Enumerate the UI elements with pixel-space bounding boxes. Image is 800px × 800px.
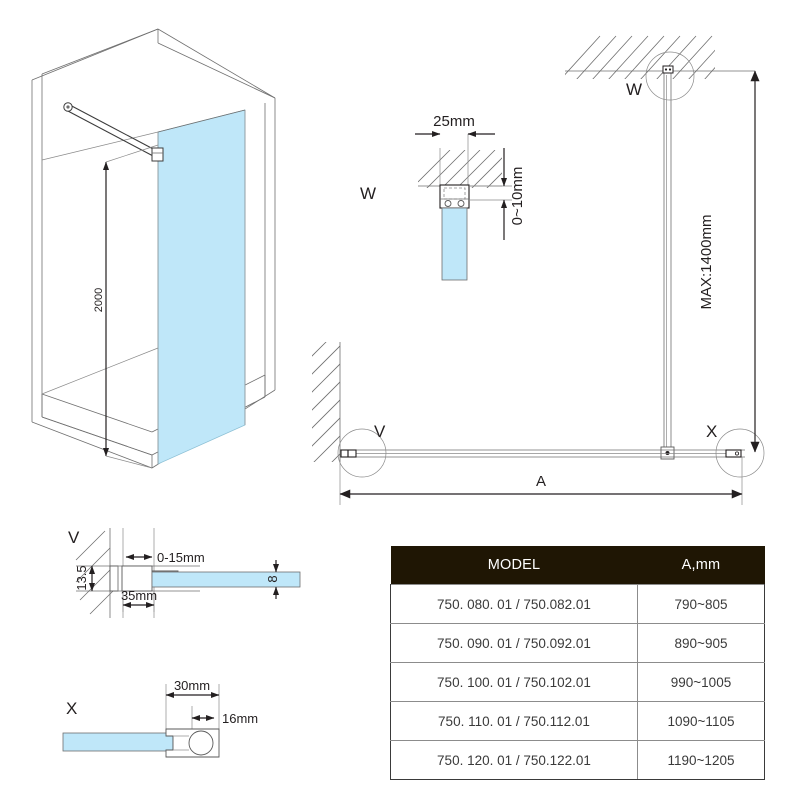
detail-w-marker: W (360, 184, 376, 203)
spec-table-body: 750. 080. 01 / 750.082.01 790~805 750. 0… (390, 584, 765, 780)
cell-model: 750. 100. 01 / 750.102.01 (390, 662, 638, 702)
cell-a: 1090~1105 (637, 701, 765, 741)
plan-horizontal-profile (340, 449, 745, 458)
cell-a: 890~905 (637, 623, 765, 663)
x-inner-label: 16mm (222, 711, 258, 726)
table-row: 750. 120. 01 / 750.122.01 1190~1205 (390, 740, 765, 780)
spec-table-header-row: MODEL A,mm (390, 546, 765, 585)
cell-model: 750. 120. 01 / 750.122.01 (390, 740, 638, 780)
v-profile-label: 35mm (121, 588, 157, 603)
detail-v-marker: V (68, 528, 80, 547)
isometric-view: 2000 (31, 28, 276, 469)
iso-height-dimension (102, 144, 159, 469)
cell-model: 750. 110. 01 / 750.112.01 (390, 701, 638, 741)
spec-table: MODEL A,mm 750. 080. 01 / 750.082.01 790… (390, 546, 765, 780)
table-row: 750. 080. 01 / 750.082.01 790~805 (390, 584, 765, 624)
spec-table-head: MODEL A,mm (390, 546, 765, 585)
table-row: 750. 110. 01 / 750.112.01 1090~1105 (390, 701, 765, 741)
plan-marker-v: V (374, 422, 386, 441)
plan-height-label: MAX:1400mm (698, 214, 715, 309)
v-adjust-label: 0-15mm (157, 550, 205, 565)
w-width-label: 25mm (433, 113, 475, 130)
x-outer-label: 30mm (174, 678, 210, 693)
cell-a: 990~1005 (637, 662, 765, 702)
plan-vertical-profile (663, 71, 672, 452)
w-gap-label: 0~10mm (509, 167, 526, 226)
column-header-a: A,mm (637, 546, 765, 585)
plan-width-label: A (536, 473, 546, 490)
table-row: 750. 100. 01 / 750.102.01 990~1005 (390, 662, 765, 702)
plan-marker-x: X (706, 422, 717, 441)
column-header-model: MODEL (390, 546, 638, 585)
detail-x-marker: X (66, 699, 77, 718)
v-offset-label: 13.5 (74, 565, 89, 590)
v-thickness-label: 8 (265, 575, 280, 582)
plan-marker-w: W (626, 80, 642, 99)
detail-w: 25mm 0~10mm W (360, 113, 526, 281)
support-bar (63, 102, 164, 162)
cell-a: 1190~1205 (637, 740, 765, 780)
detail-v: V 13.5 0-15mm (68, 528, 301, 618)
cell-model: 750. 090. 01 / 750.092.01 (390, 623, 638, 663)
plan-view: W V (312, 35, 765, 505)
cell-model: 750. 080. 01 / 750.082.01 (390, 584, 638, 624)
cell-a: 790~805 (637, 584, 765, 624)
table-row: 750. 090. 01 / 750.092.01 890~905 (390, 623, 765, 663)
detail-x: X 30mm 16mm (62, 678, 258, 758)
iso-height-label: 2000 (93, 288, 105, 312)
